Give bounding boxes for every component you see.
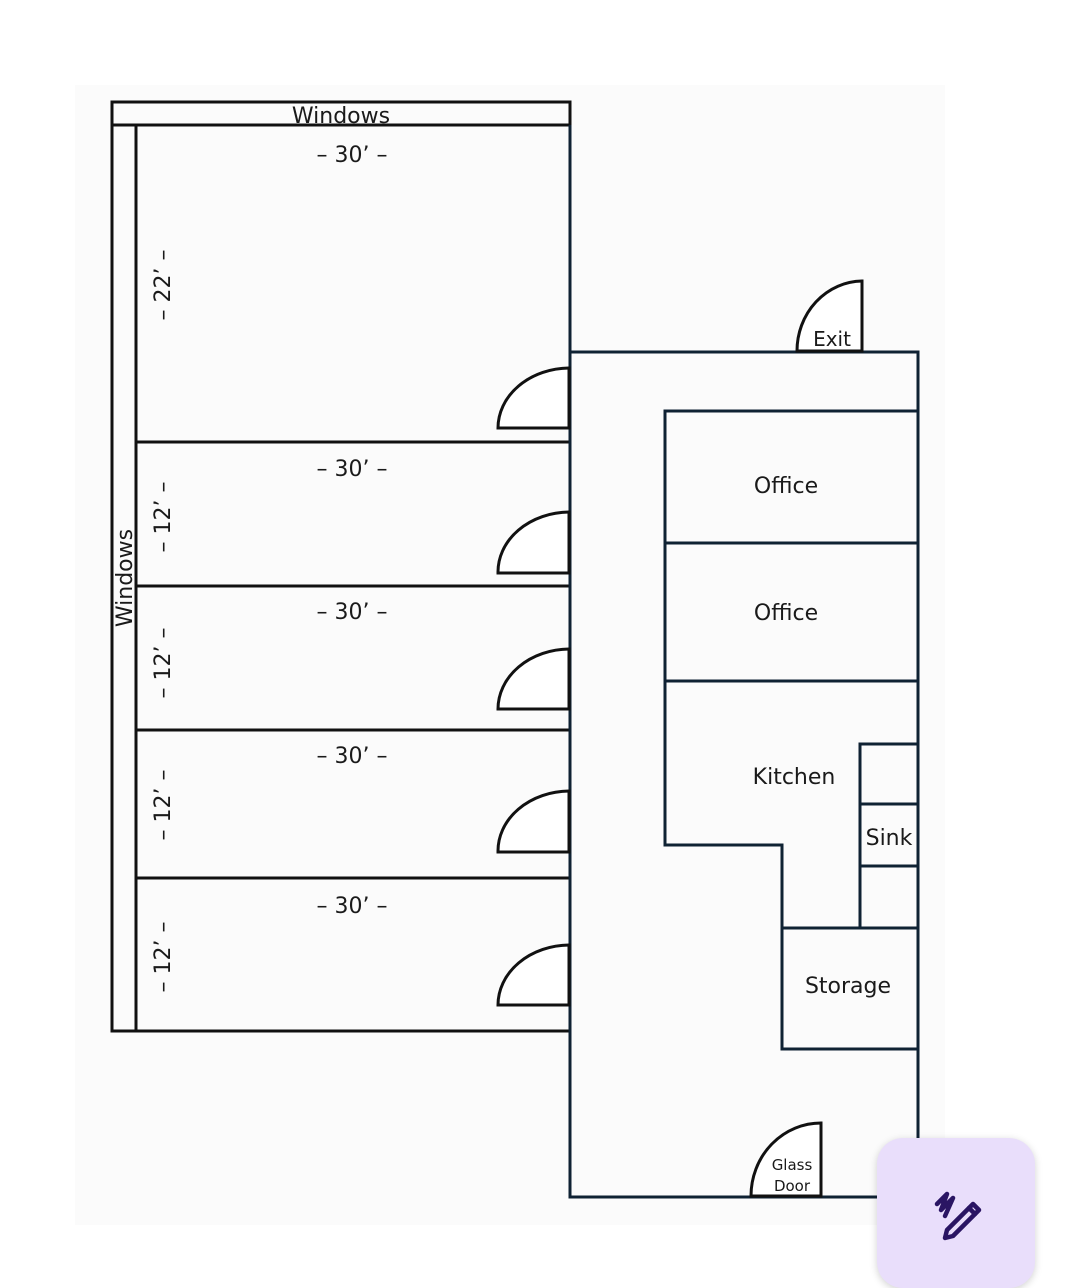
edit-fab-button[interactable] (877, 1138, 1035, 1288)
room-1-width: – 30’ – (317, 143, 388, 168)
room-4-width: – 30’ – (317, 744, 388, 769)
windows-top-label: Windows (292, 104, 390, 129)
room-2-width: – 30’ – (317, 457, 388, 482)
room-2-depth: – 12’ – (151, 482, 176, 553)
storage-room (780, 926, 920, 1051)
exit-door (795, 279, 864, 353)
room-3-width: – 30’ – (317, 600, 388, 625)
corridor-outline (568, 125, 920, 1199)
room-3-depth: – 12’ – (151, 628, 176, 699)
edit-pen-icon (934, 1191, 982, 1241)
glass-door-label-line1: Glass (772, 1156, 813, 1174)
windows-side-label: Windows (113, 529, 138, 627)
storage-label: Storage (805, 974, 891, 999)
door-room-5 (496, 943, 571, 1007)
room-5-depth: – 12’ – (151, 922, 176, 993)
office-2-label: Office (754, 601, 818, 626)
glass-door-label-line2: Door (774, 1177, 811, 1195)
door-room-4 (496, 789, 571, 854)
kitchen-label: Kitchen (753, 765, 836, 790)
room-5-width: – 30’ – (317, 894, 388, 919)
floor-plan-canvas (75, 85, 945, 1225)
door-room-3 (496, 647, 571, 711)
glass-door (749, 1121, 823, 1198)
exit-label: Exit (813, 327, 851, 351)
door-room-1 (496, 366, 571, 430)
sink-label: Sink (866, 826, 913, 851)
office-1-label: Office (754, 474, 818, 499)
door-room-2 (496, 510, 571, 575)
room-4-depth: – 12’ – (151, 770, 176, 841)
room-1-depth: – 22’ – (151, 250, 176, 321)
